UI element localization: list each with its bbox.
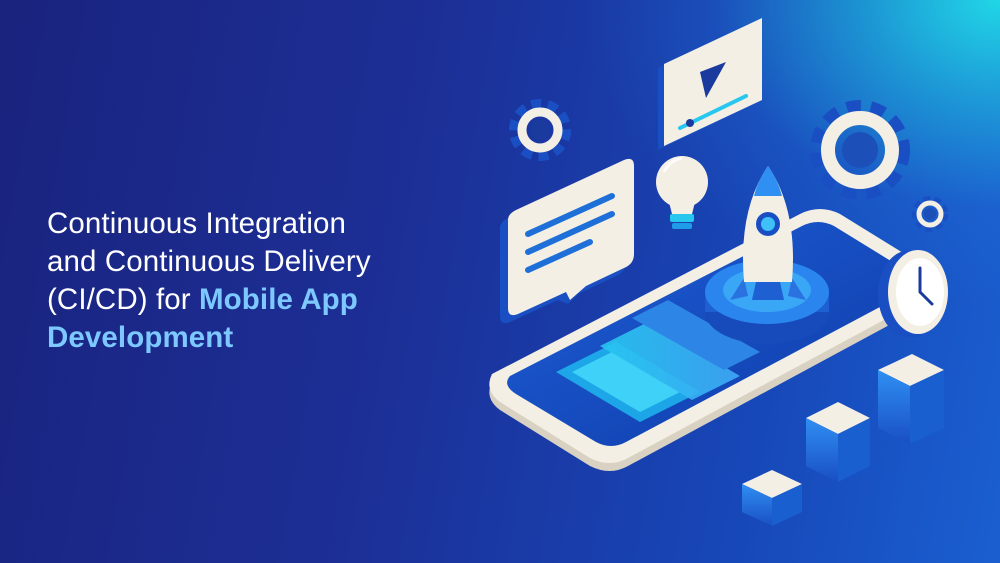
cube-icon xyxy=(878,354,944,444)
headline-line-3: (CI/CD) for Mobile App xyxy=(47,281,427,319)
chat-bubble-icon xyxy=(500,158,634,324)
video-player-icon xyxy=(658,18,762,150)
gear-icon-small xyxy=(912,196,948,232)
headline-line-3-plain: (CI/CD) for xyxy=(47,283,199,316)
gear-icon xyxy=(509,99,571,161)
rocket-icon xyxy=(730,166,806,300)
cube-icon-small xyxy=(742,470,802,526)
headline: Continuous Integration and Continuous De… xyxy=(47,205,427,357)
lightbulb-icon xyxy=(656,156,708,229)
cube-icon-medium xyxy=(806,402,870,482)
headline-accent-development: Development xyxy=(47,321,234,354)
headline-line-1: Continuous Integration xyxy=(47,207,347,240)
headline-accent-mobile-app: Mobile App xyxy=(198,283,358,316)
headline-line-2: and Continuous Delivery xyxy=(47,245,371,278)
gear-icon-large xyxy=(810,100,910,200)
clock-icon xyxy=(878,250,948,338)
